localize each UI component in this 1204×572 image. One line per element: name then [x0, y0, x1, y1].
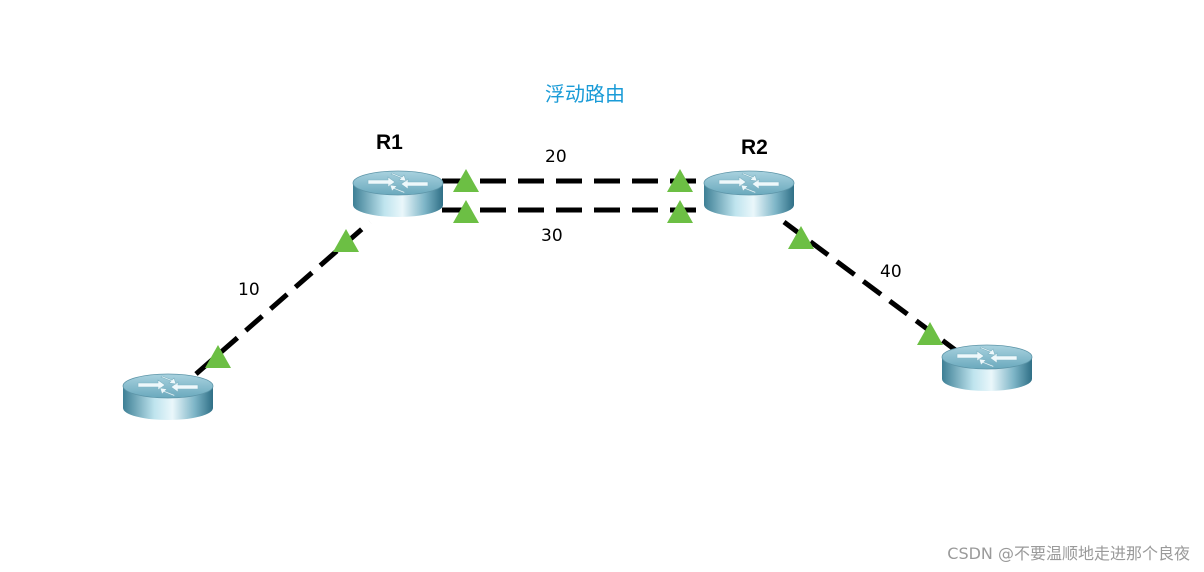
link-left-r1[interactable]: [194, 220, 372, 376]
device-label-r1: R1: [376, 131, 403, 154]
router-icon: [703, 170, 795, 218]
link-label-r1-r2-bottom: 30: [541, 226, 563, 246]
link-label-r2-right: 40: [880, 262, 902, 282]
router-left[interactable]: [122, 373, 214, 421]
router-icon: [352, 170, 444, 218]
watermark: CSDN @不要温顺地走进那个良夜: [947, 544, 1190, 563]
router-icon: [941, 344, 1033, 392]
router-right[interactable]: [941, 344, 1033, 392]
link-status-layer: [205, 169, 943, 368]
link-label-left-r1: 10: [238, 280, 260, 300]
router-r2[interactable]: [703, 170, 795, 218]
router-r1[interactable]: [352, 170, 444, 218]
links-layer: [194, 178, 960, 376]
diagram-title: 浮动路由: [545, 82, 625, 106]
router-icon: [122, 373, 214, 421]
link-label-r1-r2-top: 20: [545, 147, 567, 167]
device-label-r2: R2: [741, 136, 768, 159]
